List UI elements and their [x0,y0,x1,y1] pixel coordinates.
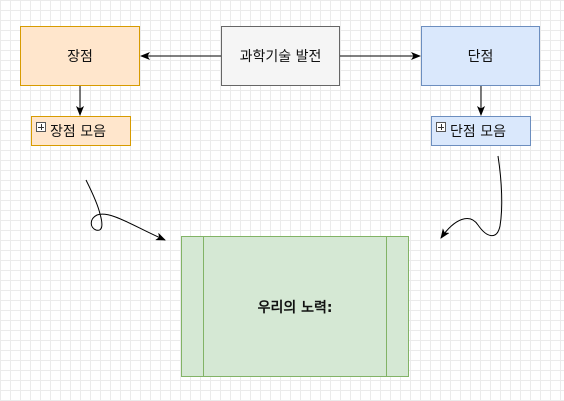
advantage-group-label: 장점 모음 [50,124,106,140]
process-right-bar [386,237,387,376]
expand-plus-icon[interactable] [36,122,46,132]
disadvantage-group-label: 단점 모음 [450,124,506,140]
disadvantage-node-label: 단점 [467,49,494,65]
expand-plus-icon[interactable] [436,122,446,132]
sketch-arrow-advantage-to-effort [85,179,166,241]
disadvantage-node[interactable]: 단점 [421,26,540,86]
advantage-node-label: 장점 [67,49,93,65]
advantage-node[interactable]: 장점 [20,26,140,86]
process-left-bar [203,237,204,376]
center-node-label: 과학기술 발전 [239,49,322,65]
sketch-arrow-disadvantage-to-effort [440,155,503,239]
effort-node-label: 우리의 노력: [257,299,333,316]
advantage-group-container[interactable]: 장점 모음 [31,116,131,146]
effort-process-node[interactable]: 우리의 노력: [181,236,409,377]
disadvantage-group-container[interactable]: 단점 모음 [431,116,531,146]
center-node-tech-development[interactable]: 과학기술 발전 [221,26,340,86]
